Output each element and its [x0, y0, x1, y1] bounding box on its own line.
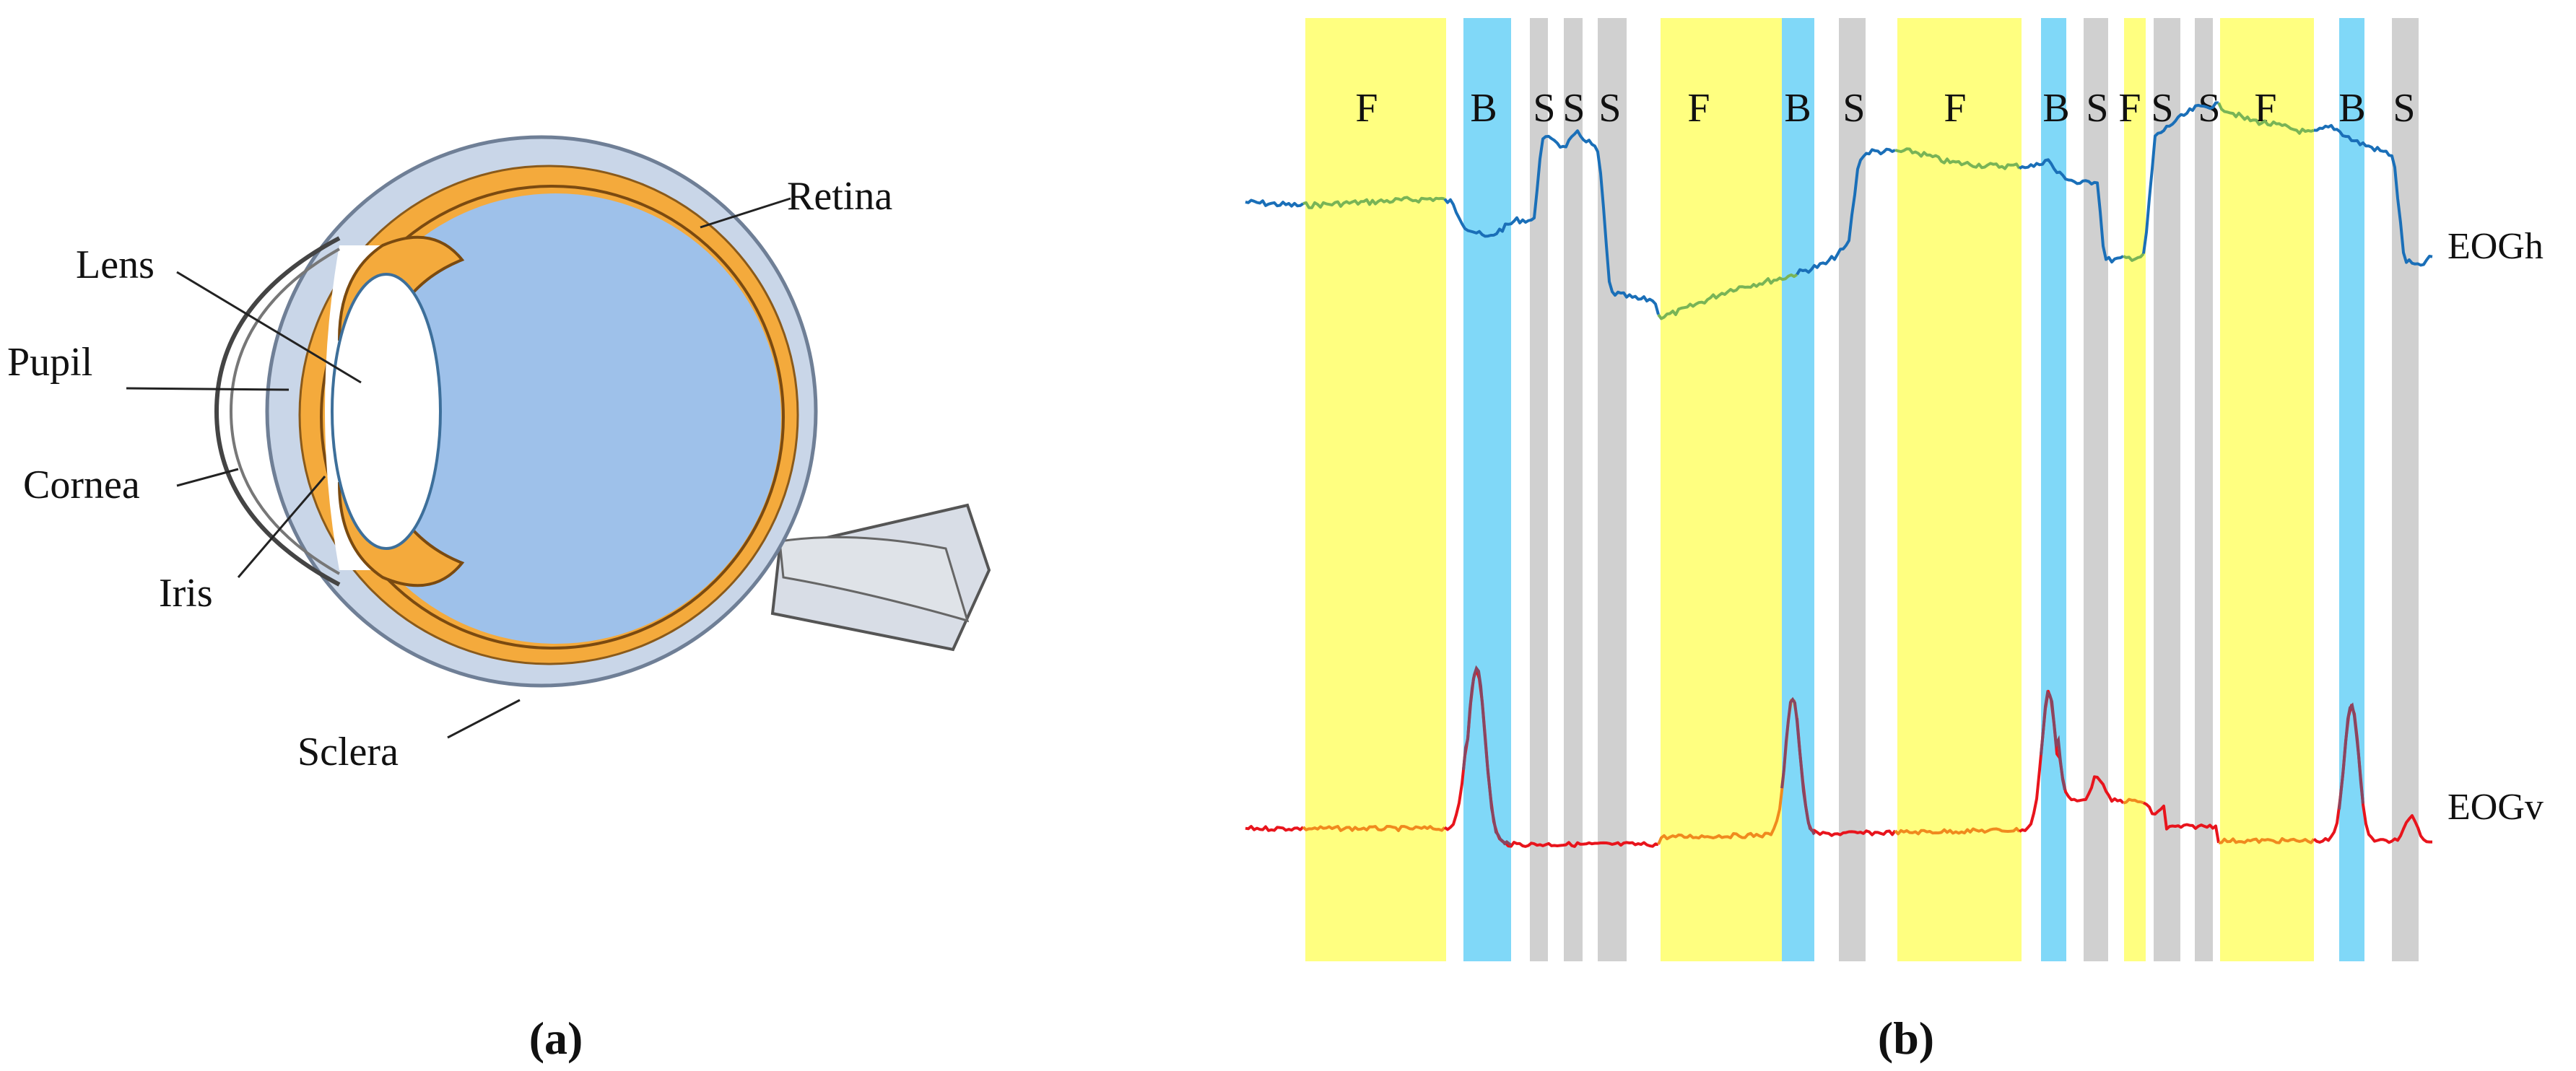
saccade-segment-label: S	[1842, 86, 1865, 131]
label-pupil: Pupil	[7, 340, 92, 385]
saccade-segment-label: S	[1598, 86, 1621, 131]
fixation-band	[2124, 18, 2146, 961]
signal-label-eogv: EOGv	[2447, 787, 2544, 828]
saccade-band	[2154, 18, 2180, 961]
fixation-segment-label: F	[1355, 86, 1378, 131]
saccade-band	[2195, 18, 2213, 961]
saccade-segment-label: S	[1562, 86, 1585, 131]
eogv-trace	[1245, 826, 1303, 831]
label-iris: Iris	[159, 571, 213, 616]
blink-segment-label: B	[1470, 86, 1497, 131]
blink-segment-label: B	[2338, 86, 2365, 131]
label-retina: Retina	[787, 174, 892, 219]
blink-band	[1782, 18, 1814, 961]
caption-panel-a: (a)	[529, 1013, 583, 1064]
blink-segment-label: B	[2042, 86, 2069, 131]
label-sclera: Sclera	[297, 730, 399, 774]
blink-band	[2339, 18, 2364, 961]
saccade-band	[1598, 18, 1627, 961]
caption-panel-b: (b)	[1878, 1013, 1934, 1064]
label-lens: Lens	[76, 242, 155, 287]
fixation-band	[1305, 18, 1446, 961]
fixation-segment-label: F	[1944, 86, 1966, 131]
lens-shape	[332, 274, 440, 548]
signal-label-eogh: EOGh	[2447, 226, 2544, 267]
saccade-segment-label: S	[1533, 86, 1555, 131]
blink-band	[1463, 18, 1511, 961]
saccade-segment-label: S	[2393, 86, 2415, 131]
saccade-segment-label: S	[2151, 86, 2173, 131]
label-cornea: Cornea	[23, 463, 140, 507]
fixation-segment-label: F	[1687, 86, 1710, 131]
saccade-band	[1564, 18, 1583, 961]
eogh-trace	[1245, 201, 1303, 206]
blink-segment-label: B	[1784, 86, 1811, 131]
saccade-segment-label: S	[2086, 86, 2108, 131]
fixation-band	[2220, 18, 2314, 961]
fixation-segment-label: F	[2118, 86, 2141, 131]
fixation-band	[1897, 18, 2022, 961]
saccade-band	[2084, 18, 2108, 961]
panel-a-eye-diagram	[126, 137, 989, 738]
